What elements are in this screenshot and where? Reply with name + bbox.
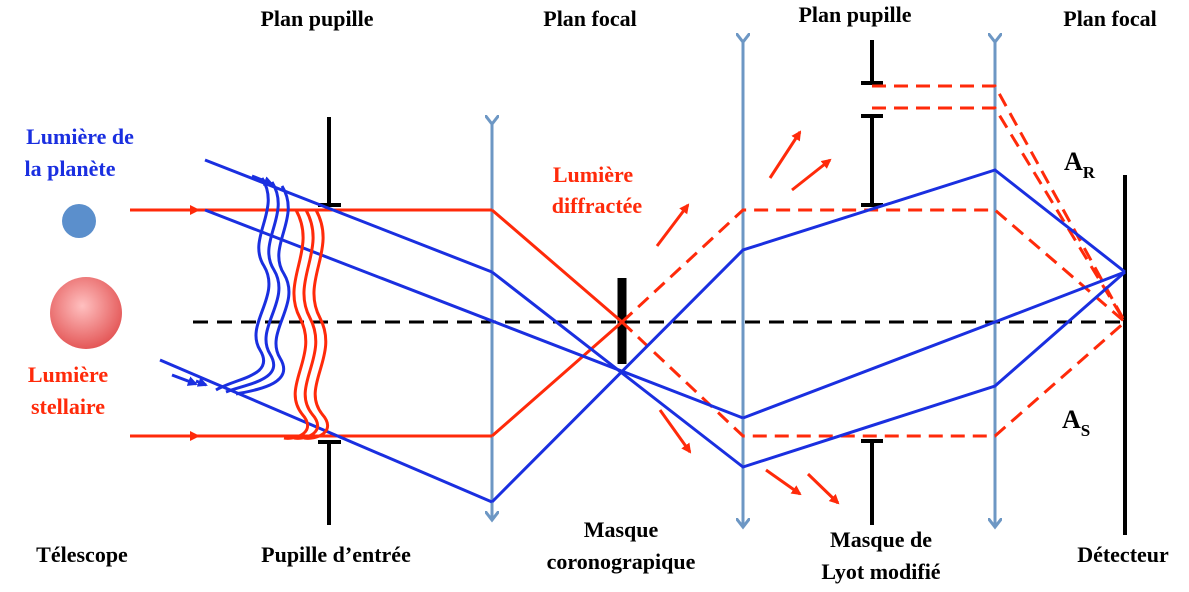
coronagraphic-mask-label-line2: coronograpique [547,549,696,574]
lyot-mask [861,40,883,525]
diffracted-light-label-line2: diffractée [552,193,643,218]
lenses [492,42,995,527]
star-light-label-line1: Lumière [28,362,108,387]
diffracted-arrows [655,130,840,505]
star-light-label-line2: stellaire [31,394,105,419]
plan-pupille-1-label: Plan pupille [260,6,373,31]
plan-focal-1-label: Plan focal [543,6,637,31]
plan-pupille-2-label: Plan pupille [798,2,911,27]
star-icon [50,277,122,349]
diffracted-light-label-line1: Lumière [553,162,633,187]
lyot-mask-label-line2: Lyot modifié [821,559,940,584]
detector-label: Détecteur [1077,542,1169,567]
wavefronts [215,177,330,440]
telescope-label: Télescope [36,542,128,567]
as-label: AS [1062,405,1090,440]
entrance-pupil-label: Pupille d’entrée [261,542,411,567]
star-light-rays [130,84,1127,441]
ar-label: AR [1064,147,1096,182]
planet-light-label-line2: la planète [24,156,115,181]
planet-light-label-line1: Lumière de [26,124,134,149]
planet-icon [62,204,96,238]
plan-focal-2-label: Plan focal [1063,6,1157,31]
coronagraphic-mask-label-line1: Masque [584,517,659,542]
lyot-mask-label-line1: Masque de [830,527,932,552]
